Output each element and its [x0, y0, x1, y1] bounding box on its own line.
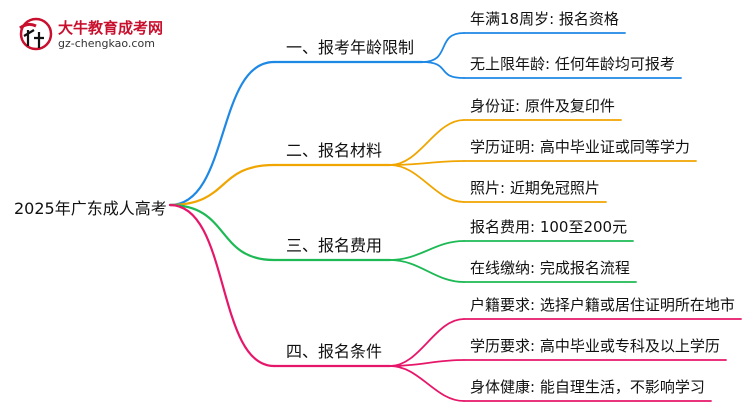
leaf-connector — [389, 318, 465, 367]
branch-connector — [168, 203, 276, 368]
leaf-requirements-1: 户籍要求: 选择户籍或居住证明所在地市 — [470, 296, 735, 314]
branch-age-limit: 一、报考年龄限制 — [286, 38, 415, 57]
leaf-age-limit-2: 无上限年龄: 任何年龄均可报考 — [470, 55, 675, 73]
leaf-materials-1: 身份证: 原件及复印件 — [470, 97, 615, 115]
leaf-age-limit-1: 年满18周岁: 报名资格 — [470, 10, 619, 28]
branch-fees: 三、报名费用 — [286, 236, 383, 255]
logo-name: 大牛教育成考网 — [58, 19, 164, 37]
leaf-connector — [421, 32, 465, 63]
branch-connector — [168, 163, 276, 207]
leaf-materials-2: 学历证明: 高中毕业证或同等学力 — [470, 138, 690, 156]
leaf-connector — [421, 61, 465, 79]
leaf-connector — [389, 359, 465, 367]
branch-requirements: 四、报名条件 — [286, 342, 383, 361]
leaf-connector — [389, 365, 465, 402]
branch-connector — [168, 203, 276, 262]
leaf-fees-2: 在线缴纳: 完成报名流程 — [470, 259, 630, 277]
leaf-connector — [389, 240, 465, 261]
logo-mark-icon — [19, 17, 53, 51]
root-node: 2025年广东成人高考 — [14, 199, 167, 218]
leaf-fees-1: 报名费用: 100至200元 — [470, 218, 628, 236]
leaf-materials-3: 照片: 近期免冠照片 — [470, 179, 600, 197]
branch-materials: 二、报名材料 — [286, 141, 383, 160]
logo-url: gz-chengkao.com — [58, 37, 155, 50]
leaf-requirements-3: 身体健康: 能自理生活，不影响学习 — [470, 378, 705, 396]
site-logo: 大牛教育成考网 gz-chengkao.com — [14, 14, 164, 54]
leaf-connector — [389, 259, 465, 283]
leaf-connector — [389, 160, 465, 166]
leaf-connector — [389, 164, 465, 203]
branch-connector — [168, 60, 276, 207]
leaf-requirements-2: 学历要求: 高中毕业或专科及以上学历 — [470, 337, 720, 355]
leaf-connector — [389, 119, 465, 166]
